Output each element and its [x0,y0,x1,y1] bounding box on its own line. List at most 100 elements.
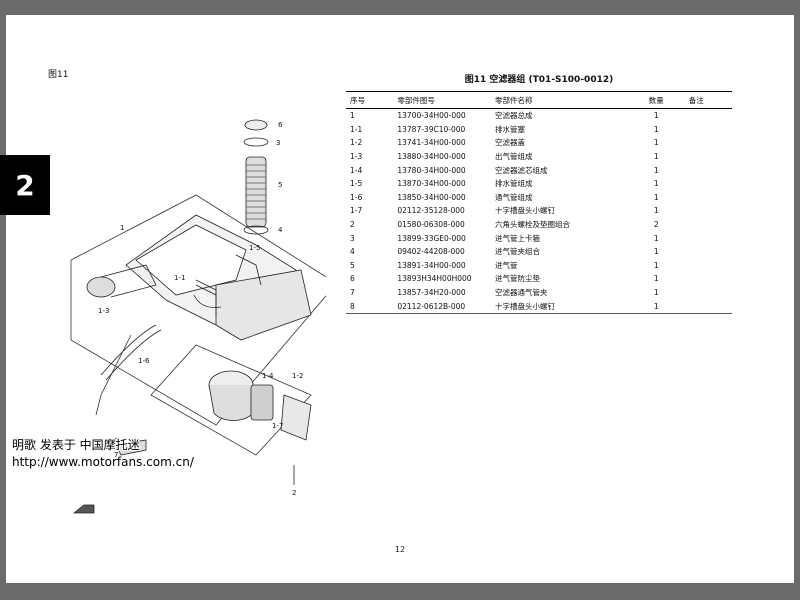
callout-1-4: 1-4 [262,372,274,380]
chapter-number: 2 [15,168,35,202]
cell-qty: 1 [653,124,659,134]
cell-part-no: 13893H34H00H000 [397,274,472,284]
callout-1-6: 1-6 [138,357,150,365]
callout-1-5: 1-5 [249,244,260,252]
cell-qty: 1 [653,233,659,243]
cell-name: 进气管 [494,260,518,270]
cell-no: 1-4 [350,165,363,175]
chapter-tab: 2 [0,155,50,215]
cell-note [685,245,732,259]
cell-note [685,272,732,286]
cell-note [685,136,732,150]
watermark: 明歌 发表于 中国摩托迷 http://www.motorfans.com.cn… [12,437,194,471]
callout-2: 2 [292,489,296,497]
cell-name: 排水管塞 [494,124,525,134]
cell-no: 8 [346,299,394,314]
cell-qty: 1 [653,274,659,284]
callout-8: 8 [114,437,118,445]
parts-table: 序号 零部件图号 零部件名称 数量 备注 1 13700-34H00-000 空滤器… [346,91,732,314]
callout-4: 4 [278,226,283,234]
cell-no: 6 [350,274,355,284]
cell-part-no: 09402-44208-000 [397,247,465,257]
cell-note [685,163,732,177]
cell-part-no: 01580-06308-000 [397,220,465,230]
col-header-note: 备注 [684,91,732,109]
cell-part-no: 13741-34H00-000 [397,138,466,148]
cell-note [685,231,732,245]
cell-note [685,218,732,232]
cell-name: 六角头螺栓及垫圈组合 [494,220,570,230]
cell-name: 出气管组成 [494,152,533,162]
table-row: 6 13893H34H00H000 进气管防尘垫 1 [346,272,732,286]
cell-name: 排水管组成 [494,179,533,189]
cell-part-no: 13899-33GE0-000 [397,233,466,243]
cell-part-no: 13891-34H00-000 [397,260,466,270]
cell-qty: 1 [653,152,659,162]
cell-note [685,150,732,164]
cell-qty: 1 [653,206,659,216]
cell-note [685,286,732,300]
cell-name: 进气管上卡箍 [494,233,540,243]
col-header-no: 序号 [346,91,394,109]
cell-name: 十字槽盘头小螺钉 [490,299,628,314]
table-title: 图11 空滤器组 (T01-S100-0012) [464,75,614,85]
cell-part-no: 13700-34H00-000 [397,111,466,121]
cell-name: 空滤器盖 [494,138,525,148]
callout-1-1: 1-1 [174,274,185,282]
cell-no: 1-3 [350,152,363,162]
cell-part-no: 02112-0612B-000 [393,299,491,314]
cell-name: 进气管防尘垫 [494,274,540,284]
callout-1-7: 1-7 [272,422,283,430]
air-filter-case [86,214,312,341]
cell-qty: 1 [653,192,659,202]
cell-no: 2 [350,220,355,230]
cell-no: 1 [350,111,355,121]
table-row: 1-7 02112-35128-000 十字槽盘头小螺钉 1 [346,204,732,218]
cell-no: 7 [350,288,355,298]
hose-clip [115,439,147,456]
manual-page: 图11 2 [0,15,794,583]
col-header-name: 零部件名称 [490,91,628,109]
cell-part-no: 13850-34H00-000 [397,192,466,202]
callout-3: 3 [276,139,280,147]
cell-qty: 1 [653,138,659,148]
cell-qty: 1 [653,111,659,121]
cell-part-no: 13880-34H00-000 [397,152,466,162]
callout-6: 6 [278,121,283,129]
cell-note [685,123,732,137]
cell-qty: 1 [653,260,659,270]
cell-no: 1-7 [350,206,363,216]
cell-no: 4 [350,247,355,257]
cell-note [685,259,732,273]
col-header-qty: 数量 [627,91,685,109]
cell-note [685,191,732,205]
watermark-line-2: http://www.motorfans.com.cn/ [12,455,194,469]
table-row: 1-3 13880-34H00-000 出气管组成 1 [346,150,732,164]
intake-hose [243,119,269,235]
col-header-part-no: 零部件图号 [393,91,491,109]
cell-part-no: 02112-35128-000 [397,206,465,216]
page-number: 12 [394,545,406,554]
cell-name: 十字槽盘头小螺钉 [494,206,555,216]
callout-1-3: 1-3 [98,307,109,315]
table-row: 2 01580-06308-000 六角头螺栓及垫圈组合 2 [346,218,732,232]
front-arrow-icon [72,504,95,514]
cell-no: 1-6 [350,192,363,202]
cell-name: 进气管夹组合 [494,247,540,257]
cell-part-no: 13857-34H20-000 [397,288,466,298]
cell-part-no: 13787-39C10-000 [397,124,466,134]
cell-note [685,204,732,218]
cell-qty: 1 [627,299,685,314]
cell-note [685,177,732,191]
callout-1: 1 [120,224,124,232]
cell-qty: 2 [653,220,659,230]
cell-name: 空滤器通气管夹 [494,288,548,298]
